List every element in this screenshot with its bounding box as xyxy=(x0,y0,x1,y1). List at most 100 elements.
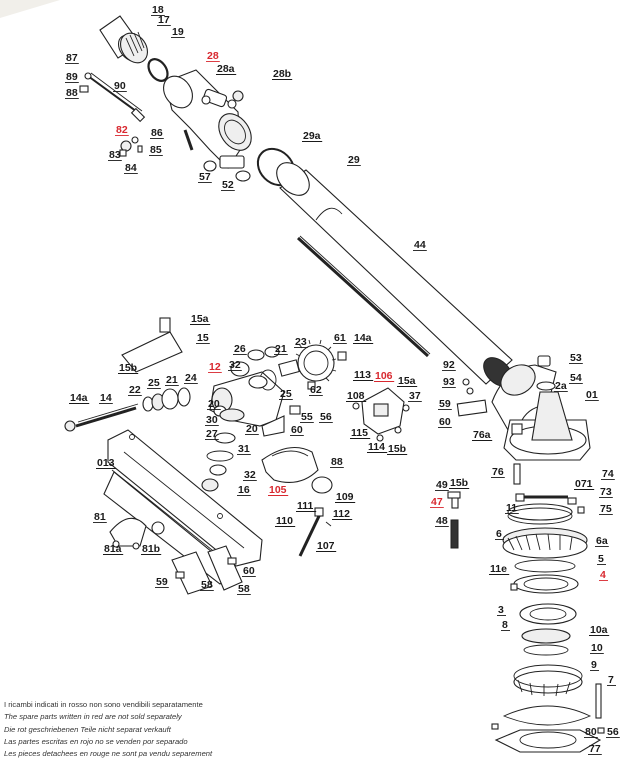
part-label-58: 58 xyxy=(201,579,213,591)
part-label-15b: 15b xyxy=(450,477,468,489)
part-label-56: 56 xyxy=(607,726,619,738)
part-label-14a: 14a xyxy=(70,392,88,404)
part-label-58: 58 xyxy=(238,583,250,595)
barrel-tube xyxy=(256,147,513,387)
part-label-85: 85 xyxy=(150,144,162,156)
part-label-14a: 14a xyxy=(354,332,372,344)
part-label-61: 61 xyxy=(334,332,346,344)
part-label-25: 25 xyxy=(148,377,160,389)
part-label-31: 31 xyxy=(238,443,250,455)
part-label-32: 32 xyxy=(229,359,241,371)
part-label-47: 47 xyxy=(431,496,443,508)
part-label-24: 24 xyxy=(185,372,197,384)
notes-block: I ricambi indicati in rosso non sono ven… xyxy=(4,699,212,760)
part-label-44: 44 xyxy=(414,239,426,251)
part-label-55: 55 xyxy=(301,411,313,423)
part-label-90: 90 xyxy=(114,80,126,92)
part-label-26: 26 xyxy=(234,343,246,355)
part-label-81b: 81b xyxy=(142,543,160,555)
part-label-16: 16 xyxy=(238,484,250,496)
part-label-10: 10 xyxy=(591,642,603,654)
part-label-28b: 28b xyxy=(273,68,291,80)
part-label-62: 62 xyxy=(310,384,322,396)
part-label-84: 84 xyxy=(125,162,137,174)
part-label-113: 113 xyxy=(354,369,371,381)
part-label-2a: 2a xyxy=(555,380,567,392)
part-label-20: 20 xyxy=(208,398,220,410)
part-label-18: 18 xyxy=(152,4,164,16)
part-label-071: 071 xyxy=(575,478,593,490)
corner-decoration xyxy=(0,0,60,18)
part-label-81: 81 xyxy=(94,511,106,523)
part-label-32: 32 xyxy=(244,469,256,481)
part-label-114: 114 xyxy=(368,441,385,453)
part-label-29: 29 xyxy=(348,154,360,166)
part-label-106: 106 xyxy=(375,370,393,382)
frame-assembly xyxy=(103,429,263,595)
part-label-83: 83 xyxy=(109,149,121,161)
part-label-110: 110 xyxy=(276,515,293,527)
part-label-93: 93 xyxy=(443,376,455,388)
part-label-76: 76 xyxy=(492,466,504,478)
part-label-80: 80 xyxy=(585,726,597,738)
part-label-86: 86 xyxy=(151,127,163,139)
part-label-56: 56 xyxy=(320,411,332,423)
part-label-30: 30 xyxy=(206,414,218,426)
part-label-15b: 15b xyxy=(388,443,406,455)
part-label-89: 89 xyxy=(66,71,78,83)
part-label-8: 8 xyxy=(502,619,508,631)
part-label-109: 109 xyxy=(336,491,354,503)
part-label-15b: 15b xyxy=(119,362,137,374)
part-label-107: 107 xyxy=(317,540,335,552)
part-label-88: 88 xyxy=(331,456,343,468)
part-label-22: 22 xyxy=(129,384,141,396)
part-label-115: 115 xyxy=(351,427,368,439)
note-german: Die rot geschriebenen Teile nicht separa… xyxy=(4,724,171,734)
part-label-01: 01 xyxy=(586,389,598,401)
part-label-75: 75 xyxy=(600,503,612,515)
part-label-105: 105 xyxy=(269,484,287,496)
part-label-37: 37 xyxy=(409,390,421,402)
part-label-81a: 81a xyxy=(104,543,122,555)
part-label-92: 92 xyxy=(443,359,455,371)
part-label-28: 28 xyxy=(207,50,219,62)
part-label-59: 59 xyxy=(156,576,168,588)
part-label-59: 59 xyxy=(439,398,451,410)
elbow-base xyxy=(456,355,591,485)
part-label-21: 21 xyxy=(166,374,178,386)
part-label-52: 52 xyxy=(222,179,234,191)
part-label-21: 21 xyxy=(275,343,287,355)
part-label-15: 15 xyxy=(197,332,209,344)
part-label-6: 6 xyxy=(496,528,502,540)
part-label-60: 60 xyxy=(291,424,303,436)
part-label-54: 54 xyxy=(570,372,582,384)
part-label-11e: 11e xyxy=(490,563,507,575)
part-label-6a: 6a xyxy=(596,535,608,547)
part-label-12: 12 xyxy=(209,361,221,373)
note-french: Les pieces detachees en rouge ne sont pa… xyxy=(4,749,213,759)
part-label-82: 82 xyxy=(116,124,128,136)
part-label-112: 112 xyxy=(333,508,350,520)
part-label-73: 73 xyxy=(600,486,612,498)
part-label-20: 20 xyxy=(246,423,258,435)
part-label-17: 17 xyxy=(158,14,170,26)
part-label-74: 74 xyxy=(602,468,614,480)
part-label-87: 87 xyxy=(66,52,78,64)
part-label-77: 77 xyxy=(589,743,601,755)
part-label-60: 60 xyxy=(243,565,255,577)
nozzle-assembly xyxy=(79,15,252,182)
part-label-111: 111 xyxy=(297,500,314,512)
part-label-4: 4 xyxy=(600,569,606,581)
part-label-60: 60 xyxy=(439,416,451,428)
base-stack xyxy=(447,491,605,753)
part-label-48: 48 xyxy=(436,515,448,527)
part-label-10a: 10a xyxy=(590,624,608,636)
part-label-57: 57 xyxy=(199,171,211,183)
part-label-88: 88 xyxy=(66,87,78,99)
part-label-7: 7 xyxy=(608,674,614,686)
part-label-15a: 15a xyxy=(191,313,209,325)
part-label-29a: 29a xyxy=(303,130,321,142)
